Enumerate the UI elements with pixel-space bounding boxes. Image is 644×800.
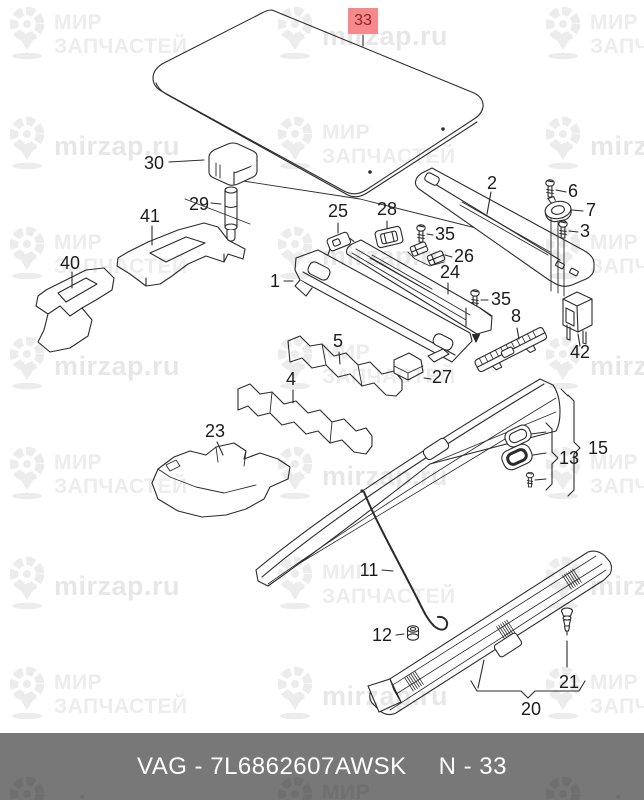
callout-6: 6 bbox=[568, 181, 578, 201]
leader-11 bbox=[381, 569, 394, 572]
footer-page-ref: N - 33 bbox=[438, 752, 507, 780]
arrow-35b bbox=[471, 333, 481, 343]
part-12-grommet bbox=[406, 625, 420, 641]
callout-4: 4 bbox=[286, 369, 296, 389]
footer-part-code: VAG - 7L6862607AWSK bbox=[136, 752, 407, 780]
part-6-screw bbox=[545, 179, 555, 198]
highlighted-callout-33[interactable]: 33 bbox=[348, 8, 378, 34]
footer-bar: VAG - 7L6862607AWSK N - 33 bbox=[0, 733, 644, 800]
part-24-rail bbox=[346, 239, 493, 335]
leader-7 bbox=[571, 209, 584, 212]
callout-28: 28 bbox=[377, 199, 397, 219]
callout-21: 21 bbox=[559, 672, 579, 692]
part-11-rod bbox=[363, 491, 449, 631]
part-8-strip bbox=[474, 326, 548, 373]
part-cover-panel bbox=[255, 378, 561, 587]
part-41-bracket bbox=[116, 222, 246, 287]
callout-12: 12 bbox=[372, 625, 392, 645]
part-27-foam bbox=[393, 352, 424, 381]
callout-35b: 35 bbox=[491, 289, 511, 309]
leader-2 bbox=[486, 191, 492, 215]
part-20-trim bbox=[367, 550, 613, 716]
leader-30 bbox=[168, 159, 205, 163]
leader-6 bbox=[555, 189, 567, 193]
callout-42: 42 bbox=[570, 342, 590, 362]
callout-35a: 35 bbox=[435, 224, 455, 244]
callout-26: 26 bbox=[454, 246, 474, 266]
leader-5 bbox=[338, 351, 341, 365]
callout-40: 40 bbox=[60, 253, 80, 273]
leader-12 bbox=[395, 633, 405, 636]
part-13-15-group bbox=[501, 388, 581, 497]
part-42-bracket bbox=[562, 291, 593, 345]
part-7-ring bbox=[544, 196, 572, 223]
leader-20-left bbox=[477, 659, 485, 689]
part-5-foam bbox=[287, 335, 403, 397]
callout-8: 8 bbox=[511, 306, 521, 326]
part-28-latch bbox=[374, 225, 404, 249]
leader-23 bbox=[216, 441, 224, 456]
callout-24: 24 bbox=[440, 262, 460, 282]
callout-20: 20 bbox=[521, 699, 541, 719]
part-3-screw bbox=[558, 220, 568, 239]
callout-13: 13 bbox=[559, 448, 579, 468]
callout-11: 11 bbox=[360, 560, 379, 580]
exploded-parts-diagram: 30 29 41 40 2 6 7 3 35 26 24 25 28 1 35 … bbox=[35, 9, 613, 719]
callout-2: 2 bbox=[487, 173, 497, 193]
part-21-clip bbox=[560, 607, 574, 636]
part-40-bracket bbox=[35, 267, 115, 353]
leader-29 bbox=[210, 202, 222, 205]
leader-35a bbox=[426, 233, 434, 236]
leader-8 bbox=[516, 327, 520, 340]
part-33-mat bbox=[152, 9, 484, 198]
leader-26 bbox=[444, 254, 453, 258]
bracket-15 bbox=[567, 394, 581, 497]
callout-7: 7 bbox=[586, 200, 596, 220]
callout-15: 15 bbox=[588, 438, 608, 458]
leader-27 bbox=[423, 377, 432, 380]
callout-3: 3 bbox=[580, 221, 590, 241]
part-26-clips bbox=[407, 241, 446, 267]
part-30-box bbox=[208, 142, 258, 186]
part-1-panel bbox=[294, 249, 473, 363]
callout-30: 30 bbox=[144, 153, 164, 173]
leader-3 bbox=[568, 230, 579, 233]
callout-25: 25 bbox=[328, 201, 348, 221]
part-4-foam bbox=[237, 383, 373, 455]
part-29-pin bbox=[224, 186, 238, 242]
callout-1: 1 bbox=[270, 271, 280, 291]
callout-23: 23 bbox=[205, 421, 225, 441]
callout-29: 29 bbox=[189, 194, 209, 214]
callout-41: 41 bbox=[140, 206, 160, 226]
part-23-foam bbox=[151, 442, 291, 518]
callout-27: 27 bbox=[432, 367, 452, 387]
callout-5: 5 bbox=[333, 331, 343, 351]
part-35a-screw bbox=[416, 224, 426, 243]
